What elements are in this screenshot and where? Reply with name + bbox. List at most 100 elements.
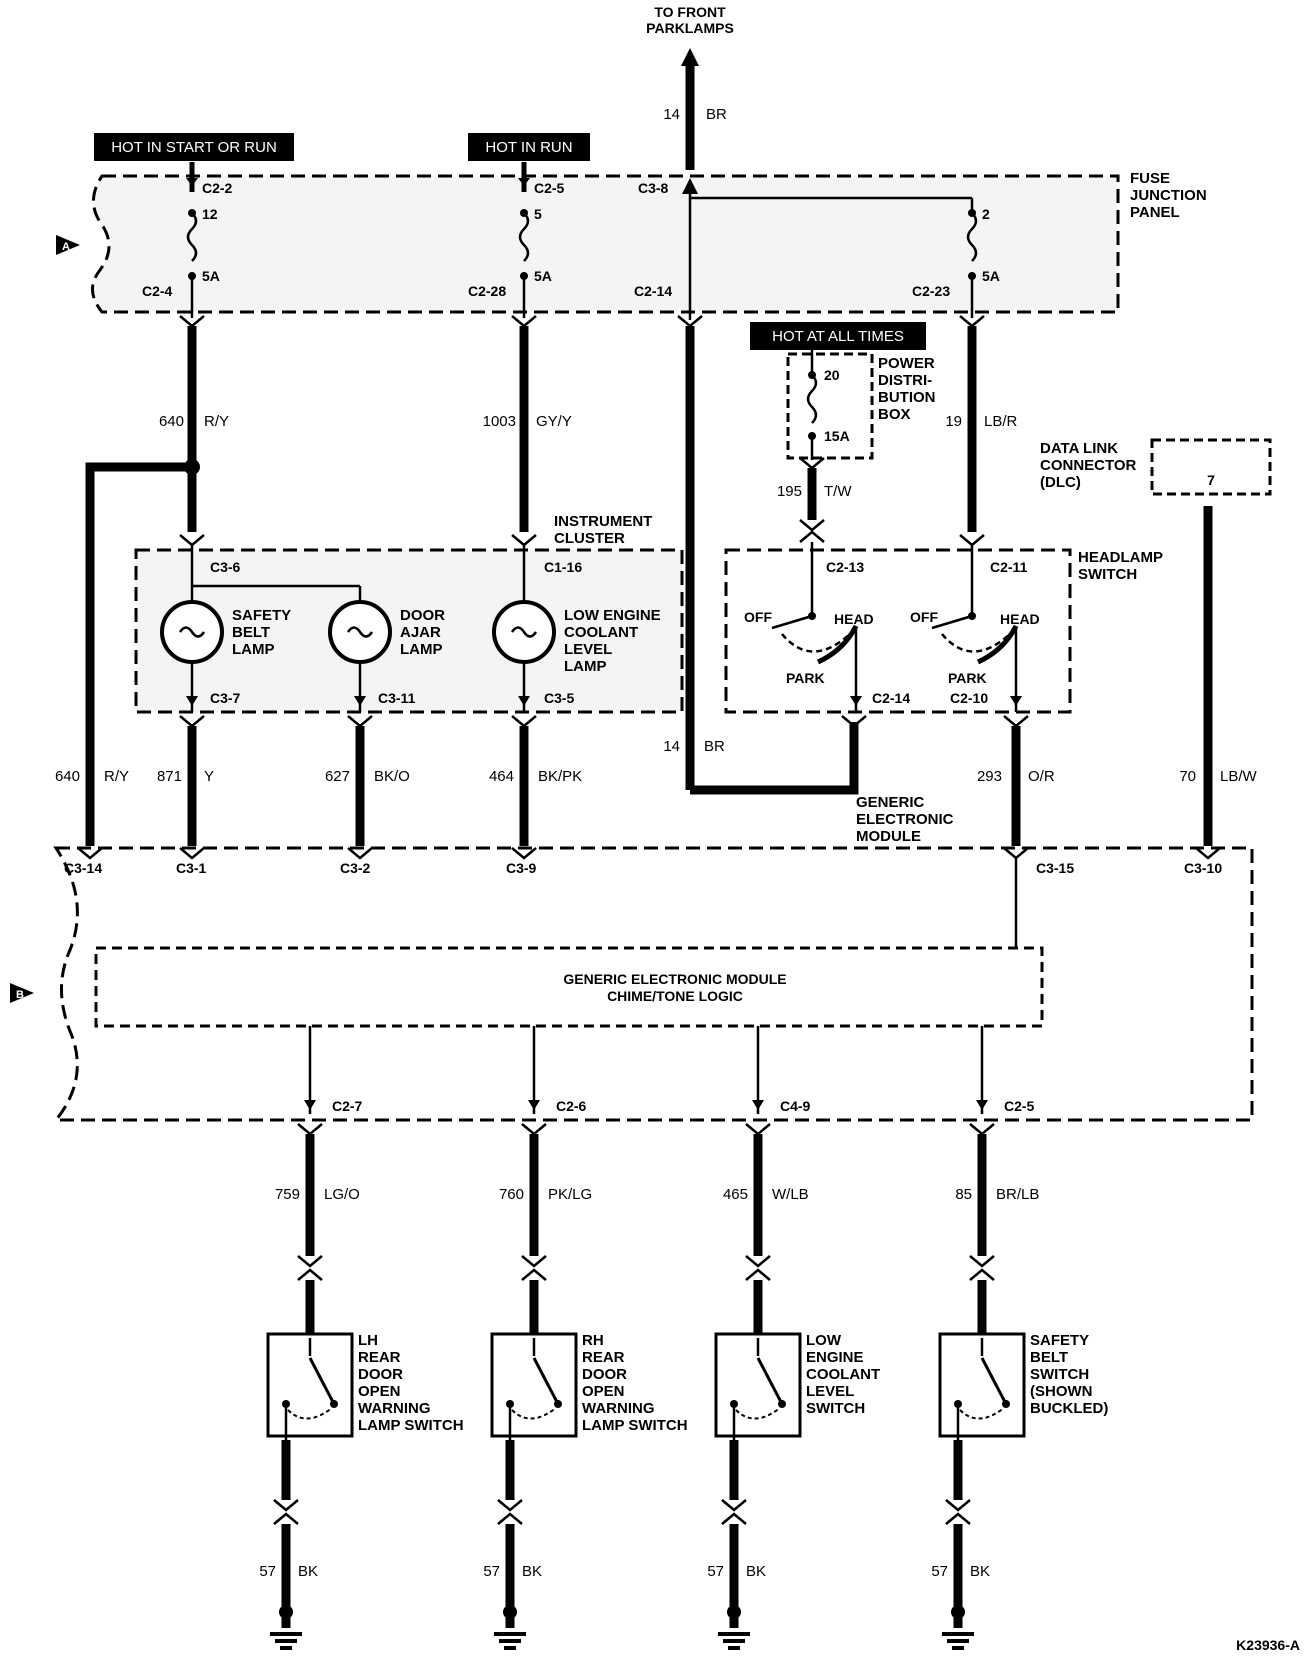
lamp3-label-3: LEVEL bbox=[564, 641, 612, 658]
wire-1003-num: 1003 bbox=[483, 413, 516, 430]
headlamp-label-2: SWITCH bbox=[1078, 566, 1137, 583]
fuse5-rating: 5A bbox=[534, 268, 552, 284]
cluster-label-1: INSTRUMENT bbox=[554, 513, 652, 530]
lamp3-label-4: LAMP bbox=[564, 658, 607, 675]
sw0-l5: LAMP SWITCH bbox=[358, 1417, 464, 1434]
hl-in-b: C2-11 bbox=[990, 559, 1028, 575]
gnd1-color: BK bbox=[522, 1563, 542, 1580]
sw1-wire: 760 bbox=[499, 1186, 524, 1203]
switch-contact-icon bbox=[980, 1357, 1008, 1405]
lamp3-label-2: COOLANT bbox=[564, 624, 638, 641]
wm-1-num: 871 bbox=[157, 768, 182, 785]
fuse2-out: C2-23 bbox=[912, 283, 950, 299]
pdb-label-3: BUTION bbox=[878, 389, 936, 406]
wire-195-color: T/W bbox=[824, 483, 852, 500]
lamp1-conn: C3-7 bbox=[210, 690, 241, 706]
lamp3-label-1: LOW ENGINE bbox=[564, 607, 661, 624]
wm-5-num: 293 bbox=[977, 768, 1002, 785]
ground-icon bbox=[942, 1632, 974, 1650]
hl-off-a: OFF bbox=[744, 609, 772, 625]
sw1-l0: RH bbox=[582, 1332, 604, 1349]
fuse12-rating: 5A bbox=[202, 268, 220, 284]
wire-640-num: 640 bbox=[159, 413, 184, 430]
lamp2-label-2: AJAR bbox=[400, 624, 441, 641]
sw3-color: BR/LB bbox=[996, 1186, 1039, 1203]
sw0-l2: DOOR bbox=[358, 1366, 403, 1383]
svg-text:HOT IN START OR RUN: HOT IN START OR RUN bbox=[111, 139, 277, 156]
wm-1-color: Y bbox=[204, 768, 214, 785]
sw0-wire: 759 bbox=[275, 1186, 300, 1203]
fuse-20-icon bbox=[806, 374, 818, 424]
sw2-l3: LEVEL bbox=[806, 1383, 854, 1400]
fuse5-num: 5 bbox=[534, 206, 542, 222]
gem-top-0: C3-14 bbox=[64, 860, 102, 876]
sw1-l5: LAMP SWITCH bbox=[582, 1417, 688, 1434]
ground-icon bbox=[270, 1632, 302, 1650]
cluster-conn-b: C1-16 bbox=[544, 559, 582, 575]
fuse2-num: 2 bbox=[982, 206, 990, 222]
wm-2-num: 627 bbox=[325, 768, 350, 785]
sw0-l1: REAR bbox=[358, 1349, 401, 1366]
sw3-wire: 85 bbox=[955, 1186, 972, 1203]
gnd3-color: BK bbox=[970, 1563, 990, 1580]
gnd2-color: BK bbox=[746, 1563, 766, 1580]
wm-6-color: LB/W bbox=[1220, 768, 1258, 785]
wm-6-num: 70 bbox=[1179, 768, 1196, 785]
dlc-label-1: DATA LINK bbox=[1040, 440, 1118, 457]
reference-code: K23936-A bbox=[1236, 1637, 1300, 1653]
wire-color-top: BR bbox=[706, 106, 727, 123]
dlc-pin: 7 bbox=[1207, 472, 1215, 488]
hl-head-a: HEAD bbox=[834, 611, 874, 627]
gem-label-3: MODULE bbox=[856, 828, 921, 845]
instrument-cluster bbox=[134, 548, 684, 714]
fuse-12-icon bbox=[186, 212, 198, 262]
headlamp-switch bbox=[724, 548, 1072, 714]
banner-hot-start-run: HOT IN START OR RUN bbox=[94, 133, 294, 161]
gem-top-2: C3-2 bbox=[340, 860, 371, 876]
fjp-label-2: JUNCTION bbox=[1130, 187, 1207, 204]
wire-num-top: 14 bbox=[663, 106, 680, 123]
wire-19-num: 19 bbox=[945, 413, 962, 430]
door-ajar-lamp-icon bbox=[328, 600, 392, 664]
sw0-l3: OPEN bbox=[358, 1383, 401, 1400]
pdb-label-1: POWER bbox=[878, 355, 935, 372]
wm-4-color: BR bbox=[704, 738, 725, 755]
switch-contact-icon bbox=[308, 1357, 336, 1405]
sw3-l3: (SHOWN bbox=[1030, 1383, 1093, 1400]
ground-icon bbox=[718, 1632, 750, 1650]
wm-0-color: R/Y bbox=[104, 768, 129, 785]
wm-3-color: BK/PK bbox=[538, 768, 582, 785]
hl-park-b: PARK bbox=[948, 670, 987, 686]
gnd1-wire: 57 bbox=[483, 1563, 500, 1580]
fuse-junction-panel bbox=[91, 174, 1120, 314]
svg-text:HOT AT ALL TIMES: HOT AT ALL TIMES bbox=[772, 328, 904, 345]
fuse2-rating: 5A bbox=[982, 268, 1000, 284]
sw0-l0: LH bbox=[358, 1332, 378, 1349]
wm-2-color: BK/O bbox=[374, 768, 410, 785]
headlamp-label-1: HEADLAMP bbox=[1078, 549, 1163, 566]
arrow-up-icon bbox=[681, 48, 699, 66]
wm-5-color: O/R bbox=[1028, 768, 1055, 785]
gem-top-5: C3-10 bbox=[1184, 860, 1222, 876]
pdb-label-4: BOX bbox=[878, 406, 911, 423]
gem-label-2: ELECTRONIC bbox=[856, 811, 954, 828]
wm-0-num: 640 bbox=[55, 768, 80, 785]
sw2-l2: COOLANT bbox=[806, 1366, 880, 1383]
fuse-2-icon bbox=[966, 212, 978, 262]
sw0-color: LG/O bbox=[324, 1186, 360, 1203]
sw1-l1: REAR bbox=[582, 1349, 625, 1366]
dlc-label-2: CONNECTOR bbox=[1040, 457, 1137, 474]
bus-in: C3-8 bbox=[638, 180, 669, 196]
banner-hot-run: HOT IN RUN bbox=[468, 133, 590, 161]
fuse12-num: 12 bbox=[202, 206, 218, 222]
switch-column-rh-door: 760 PK/LG RH REAR DOOR OPEN WARNING LAMP… bbox=[483, 1123, 688, 1650]
gem-bot-1: C2-6 bbox=[556, 1098, 587, 1114]
fjp-label-1: FUSE bbox=[1130, 170, 1170, 187]
sw2-color: W/LB bbox=[772, 1186, 809, 1203]
wire-1003-color: GY/Y bbox=[536, 413, 572, 430]
to-front-label-1: TO FRONT bbox=[654, 4, 726, 20]
sw3-l0: SAFETY bbox=[1030, 1332, 1089, 1349]
lamp2-conn: C3-11 bbox=[378, 690, 416, 706]
gnd2-wire: 57 bbox=[707, 1563, 724, 1580]
sw1-l4: WARNING bbox=[582, 1400, 655, 1417]
